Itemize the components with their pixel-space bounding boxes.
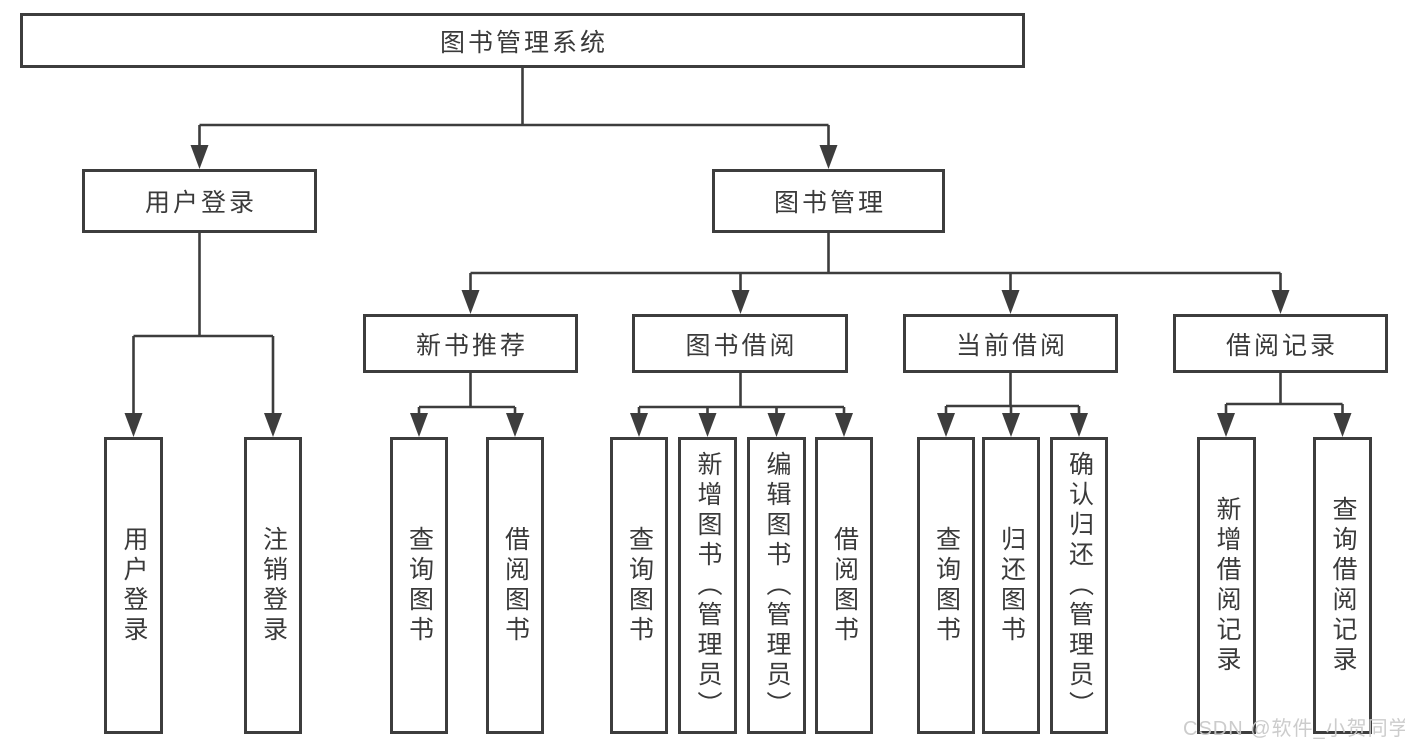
node-borrow-books-leaf: 借阅图书 (815, 437, 873, 734)
node-book-management: 图书管理 (712, 169, 945, 233)
node-user-login: 用户登录 (82, 169, 317, 233)
node-user-login-leaf: 用户登录 (104, 437, 163, 734)
node-edit-book-admin: 编辑图书（管理员） (747, 437, 806, 734)
node-new-book-recommendation: 新书推荐 (363, 314, 578, 373)
node-add-book-admin: 新增图书（管理员） (678, 437, 737, 734)
node-return-books: 归还图书 (982, 437, 1040, 734)
node-library-management-system: 图书管理系统 (20, 13, 1025, 68)
node-query-books-recommend: 查询图书 (390, 437, 448, 734)
node-add-borrow-record: 新增借阅记录 (1197, 437, 1256, 734)
node-query-books-borrow: 查询图书 (610, 437, 668, 734)
node-query-books-current: 查询图书 (917, 437, 975, 734)
node-borrow-books-recommend: 借阅图书 (486, 437, 544, 734)
node-borrowing-records: 借阅记录 (1173, 314, 1388, 373)
node-book-borrowing: 图书借阅 (632, 314, 848, 373)
watermark: CSDN @软件_小贺同学 (1183, 718, 1405, 740)
node-current-borrowing: 当前借阅 (903, 314, 1118, 373)
node-query-borrow-record: 查询借阅记录 (1313, 437, 1372, 734)
node-confirm-return-admin: 确认归还（管理员） (1050, 437, 1108, 734)
node-logout: 注销登录 (244, 437, 302, 734)
